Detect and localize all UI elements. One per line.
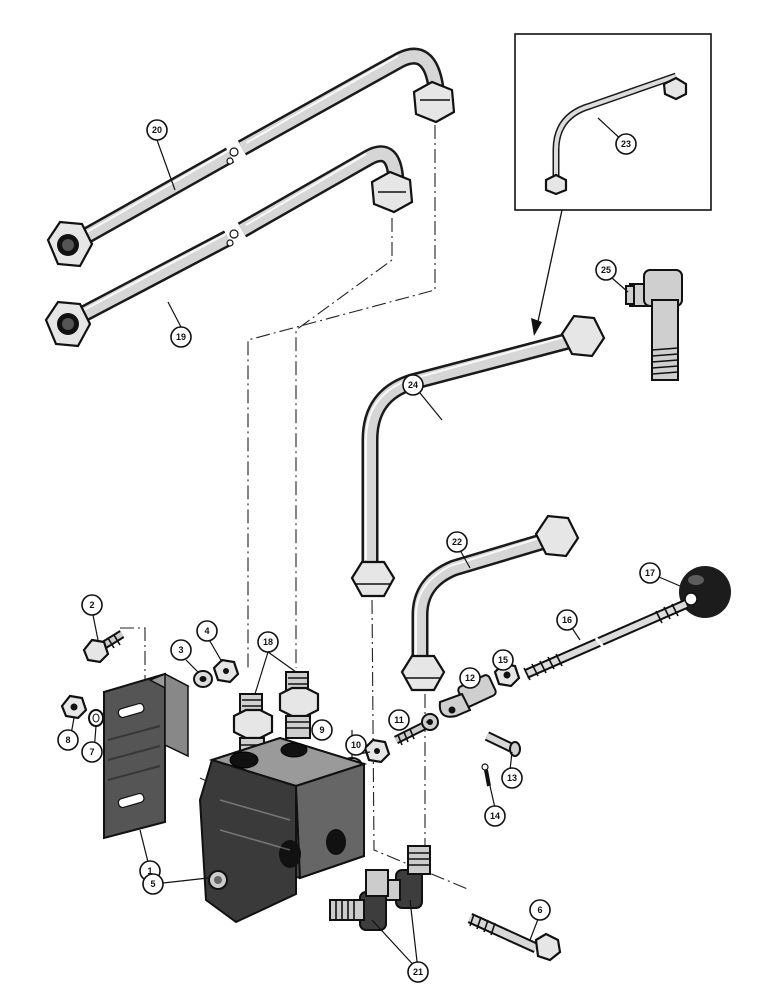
elbows-part-21: [329, 845, 431, 931]
callout-25: 25: [595, 259, 617, 281]
svg-text:24: 24: [408, 380, 418, 390]
threaded-rod-part-16: [523, 599, 689, 681]
washer-part-7: [88, 709, 104, 727]
svg-text:13: 13: [507, 773, 517, 783]
svg-text:4: 4: [204, 626, 209, 636]
svg-text:9: 9: [319, 725, 324, 735]
callout-7: 7: [81, 741, 103, 763]
callout-16: 16: [556, 609, 578, 631]
callout-23: 23: [615, 133, 637, 155]
svg-text:19: 19: [176, 332, 186, 342]
inset-pointer-arrow: [531, 209, 563, 336]
svg-text:17: 17: [645, 568, 655, 578]
svg-text:5: 5: [150, 879, 155, 889]
eye-bolt-part-11: [393, 713, 439, 746]
svg-text:21: 21: [413, 967, 423, 977]
callout-8: 8: [57, 729, 79, 751]
elbow-fitting-part-25: [625, 269, 683, 381]
tube-part-19: [44, 145, 414, 348]
callout-4: 4: [196, 620, 218, 642]
svg-text:7: 7: [89, 747, 94, 757]
nut-part-10: [363, 738, 391, 764]
svg-text:11: 11: [394, 715, 404, 725]
callout-21: 21: [407, 961, 429, 983]
callout-5: 5: [142, 873, 164, 895]
callout-14: 14: [484, 805, 506, 827]
tube-part-20: [46, 47, 456, 268]
callout-11: 11: [388, 709, 410, 731]
callout-18: 18: [257, 631, 279, 653]
callout-6: 6: [529, 899, 551, 921]
svg-text:23: 23: [621, 139, 631, 149]
callout-19: 19: [170, 326, 192, 348]
adapter-fittings-part-18: [232, 671, 320, 761]
valve-body-part-5: [198, 736, 368, 924]
callout-10: 10: [345, 734, 367, 756]
svg-text:1: 1: [147, 866, 152, 876]
nut-part-4: [212, 658, 240, 684]
callout-20: 20: [146, 119, 168, 141]
svg-text:18: 18: [263, 637, 273, 647]
washer-part-3: [193, 670, 213, 688]
callout-12: 12: [459, 667, 481, 689]
svg-text:10: 10: [351, 740, 361, 750]
svg-text:3: 3: [178, 645, 183, 655]
nut-part-8: [60, 694, 88, 720]
bolt-part-2: [82, 630, 125, 664]
svg-text:22: 22: [452, 537, 462, 547]
bolt-part-6: [467, 912, 562, 962]
svg-text:14: 14: [490, 811, 500, 821]
tube-part-22: [400, 514, 580, 692]
svg-text:20: 20: [152, 125, 162, 135]
svg-text:25: 25: [601, 265, 611, 275]
callout-2: 2: [81, 594, 103, 616]
svg-text:6: 6: [537, 905, 542, 915]
svg-text:8: 8: [65, 735, 70, 745]
callout-13: 13: [501, 767, 523, 789]
callout-24: 24: [402, 374, 424, 396]
svg-text:2: 2: [89, 600, 94, 610]
inset-box: [514, 33, 712, 211]
svg-text:15: 15: [498, 655, 508, 665]
bracket-part-1: [103, 672, 190, 840]
svg-text:12: 12: [465, 673, 475, 683]
knob-part-17: [679, 566, 731, 618]
svg-text:16: 16: [562, 615, 572, 625]
callout-15: 15: [492, 649, 514, 671]
cotter-pin-part-14: [481, 763, 491, 787]
callout-17: 17: [639, 562, 661, 584]
callout-3: 3: [170, 639, 192, 661]
callout-9: 9: [311, 719, 333, 741]
callout-22: 22: [446, 531, 468, 553]
pin-part-13: [484, 731, 521, 757]
